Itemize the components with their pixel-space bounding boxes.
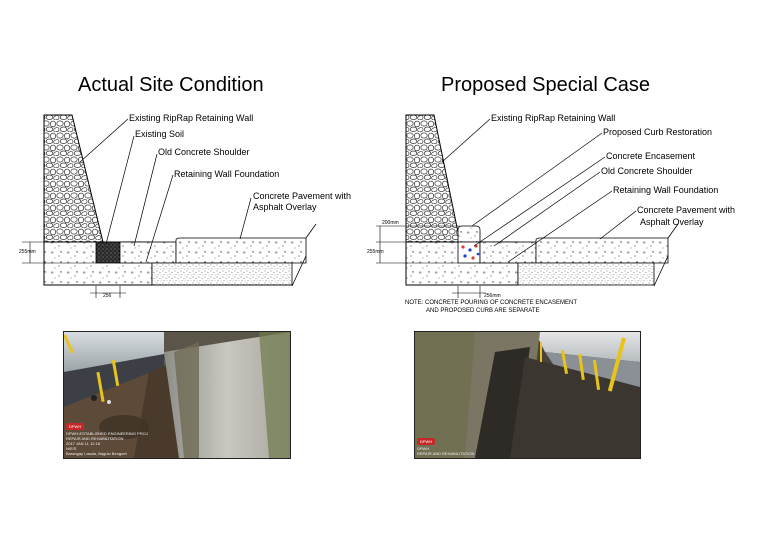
stamp-line: DPWH-ESTABLISHED ENGINEERING PROJ	[66, 431, 148, 436]
stamp-line: N/E/S	[66, 446, 77, 451]
title-actual-site-condition: Actual Site Condition	[78, 74, 264, 96]
label-old-shoulder-right: Old Concrete Shoulder	[601, 166, 693, 176]
photo-stamp-right: DPWH DPWH REPAIR AND REHABILITATION	[417, 438, 527, 456]
stamp-line: 2017 JAN 11 12:18	[66, 441, 100, 446]
right-cross-section	[376, 114, 679, 298]
dim-height-left: 255mm	[19, 249, 36, 255]
stamp-line: Barangay Lasala, Baguio Benguet	[66, 451, 127, 456]
dim-height-right: 255mm	[367, 249, 384, 255]
label-pavement-right-1: Concrete Pavement with	[637, 205, 736, 215]
right-proposed-curb	[457, 225, 481, 243]
right-riprap-wall	[405, 114, 461, 243]
label-existing-riprap-right: Existing RipRap Retaining Wall	[491, 113, 616, 123]
label-foundation-right: Retaining Wall Foundation	[613, 185, 719, 195]
stamp-line: REPAIR AND REHABILITATION	[66, 436, 124, 441]
stamp-line: REPAIR AND REHABILITATION	[417, 451, 475, 456]
stamp-badge-right: DPWH	[417, 438, 436, 445]
label-foundation-left: Retaining Wall Foundation	[174, 169, 280, 179]
label-curb-restoration: Proposed Curb Restoration	[603, 127, 713, 137]
note-line-2: AND PROPOSED CURB ARE SEPARATE	[426, 308, 540, 314]
label-existing-soil: Existing Soil	[135, 129, 185, 139]
label-pavement-right-2: Asphalt Overlay	[640, 217, 704, 227]
label-existing-riprap-left: Existing RipRap Retaining Wall	[129, 113, 254, 123]
left-ground-line	[291, 255, 307, 287]
label-pavement-left-1: Concrete Pavement with	[253, 191, 352, 201]
dim-top-right: 200mm	[382, 220, 399, 226]
left-subbase	[151, 262, 293, 286]
photo-stamp-left: DPWH DPWH-ESTABLISHED ENGINEERING PROJ R…	[66, 423, 176, 456]
label-concrete-encasement: Concrete Encasement	[606, 151, 696, 161]
left-pavement-slab	[175, 237, 307, 264]
left-cross-section	[22, 114, 317, 298]
left-riprap-wall	[43, 114, 104, 243]
label-old-shoulder-left: Old Concrete Shoulder	[158, 147, 250, 157]
photo-actual-site: DPWH DPWH-ESTABLISHED ENGINEERING PROJ R…	[63, 331, 291, 459]
title-proposed-special-case: Proposed Special Case	[441, 74, 651, 96]
dim-width-right: 256mm	[484, 293, 501, 299]
right-old-shoulder	[479, 241, 537, 264]
dim-width-left: 256	[103, 293, 112, 299]
left-existing-soil	[95, 241, 121, 264]
right-subbase	[517, 262, 655, 286]
stamp-line: DPWH	[417, 446, 430, 451]
right-pavement-slab	[535, 237, 669, 264]
photo-proposed-case: DPWH DPWH REPAIR AND REHABILITATION	[414, 331, 641, 459]
note-line-1: NOTE: CONCRETE POURING OF CONCRETE ENCAS…	[405, 300, 578, 306]
left-old-shoulder	[119, 241, 177, 264]
label-pavement-left-2: Asphalt Overlay	[253, 202, 317, 212]
stamp-badge-left: DPWH	[66, 423, 85, 430]
